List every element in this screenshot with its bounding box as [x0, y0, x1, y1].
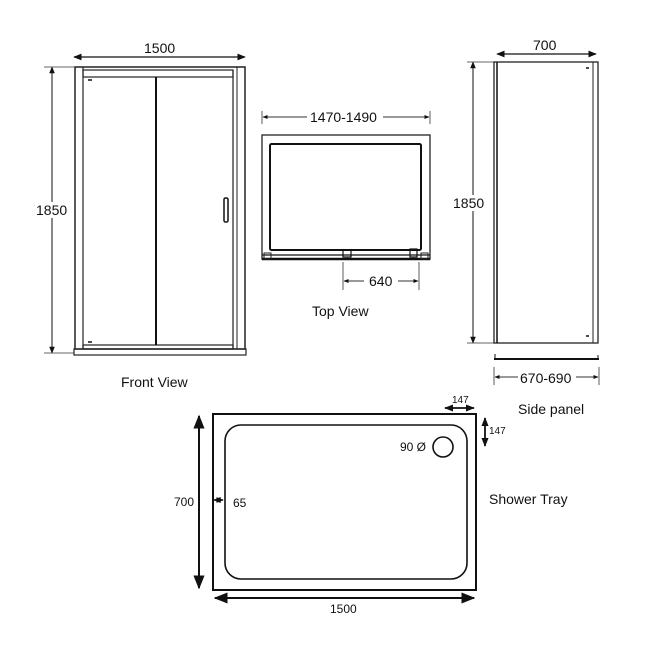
- tray-height-label: 700: [174, 495, 195, 509]
- top-view-width-label: 1470-1490: [310, 109, 377, 125]
- tray-rim-label: 65: [233, 496, 247, 510]
- shower-tray: [193, 404, 489, 604]
- front-view: [44, 53, 247, 356]
- side-panel-caption: Side panel: [518, 401, 585, 417]
- front-view-width-label: 1500: [144, 40, 176, 56]
- shower-tray-caption: Shower Tray: [489, 491, 568, 507]
- top-view-caption: Top View: [312, 303, 369, 319]
- top-view: [261, 111, 431, 290]
- front-view-height-label: 1850: [36, 202, 68, 218]
- side-panel-width-label: 700: [533, 37, 557, 53]
- top-view-opening-label: 640: [369, 273, 393, 289]
- tray-waste-offset-y-label: 147: [489, 426, 506, 437]
- tray-width-label: 1500: [330, 602, 357, 616]
- side-panel: [467, 50, 600, 385]
- side-panel-height-label: 1850: [453, 195, 485, 211]
- side-panel-base-label: 670-690: [520, 370, 572, 386]
- tray-waste-label: 90 Ø: [400, 440, 427, 454]
- tray-waste-offset-x-label: 147: [452, 395, 469, 406]
- front-view-caption: Front View: [121, 374, 188, 390]
